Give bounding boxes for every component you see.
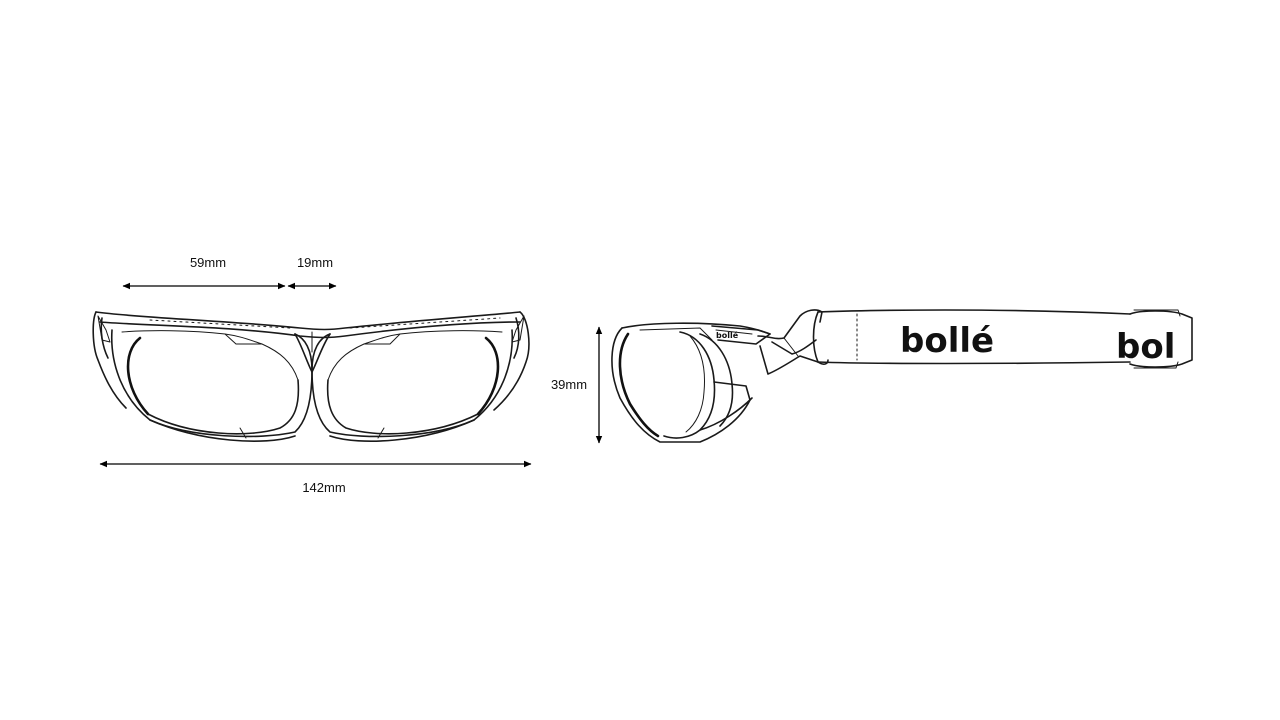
side-view-glasses: bollé — [611, 309, 829, 443]
head-strap: bollé bol — [812, 309, 1193, 369]
total-width-dimension: 142mm — [99, 460, 532, 495]
lens-width-dimension: 59mm — [122, 255, 286, 290]
lens-width-label: 59mm — [190, 255, 226, 270]
lens-height-dimension: 39mm — [551, 326, 603, 444]
strap-end-logo: bol — [1116, 327, 1175, 367]
bridge-width-dimension: 19mm — [287, 255, 337, 290]
bridge-width-label: 19mm — [297, 255, 333, 270]
strap-logo: bollé — [900, 321, 994, 361]
lens-height-label: 39mm — [551, 377, 587, 392]
front-view-glasses — [92, 311, 530, 442]
temple-logo-text: bollé — [716, 330, 739, 340]
total-width-label: 142mm — [302, 480, 345, 495]
